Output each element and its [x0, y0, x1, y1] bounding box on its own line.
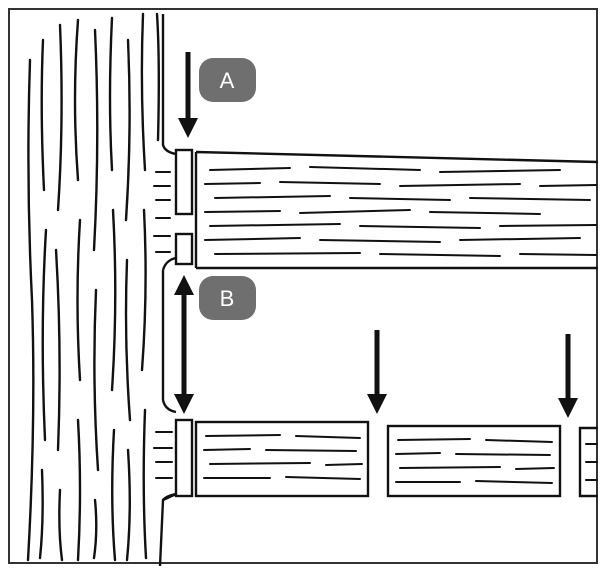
label-badge-b: B: [199, 276, 256, 320]
trunk-bark: [26, 12, 160, 562]
lower-segment-3: [578, 426, 598, 498]
upper-branch: [174, 148, 599, 270]
lower-segment-2: [386, 424, 562, 498]
lower-branch-grain: [203, 434, 598, 484]
branch-collar-marks: [153, 171, 173, 479]
label-badge-a: A: [199, 58, 256, 102]
lower-segment-1: [194, 420, 370, 498]
stub-cut-a: [174, 148, 194, 216]
stub-cut-b: [174, 232, 194, 266]
label-a: A: [220, 68, 235, 93]
trunk-edge: [158, 14, 177, 567]
label-b: B: [220, 286, 235, 311]
lower-stub: [174, 418, 194, 498]
frame-border: [8, 8, 598, 564]
lower-branch: [174, 418, 598, 498]
